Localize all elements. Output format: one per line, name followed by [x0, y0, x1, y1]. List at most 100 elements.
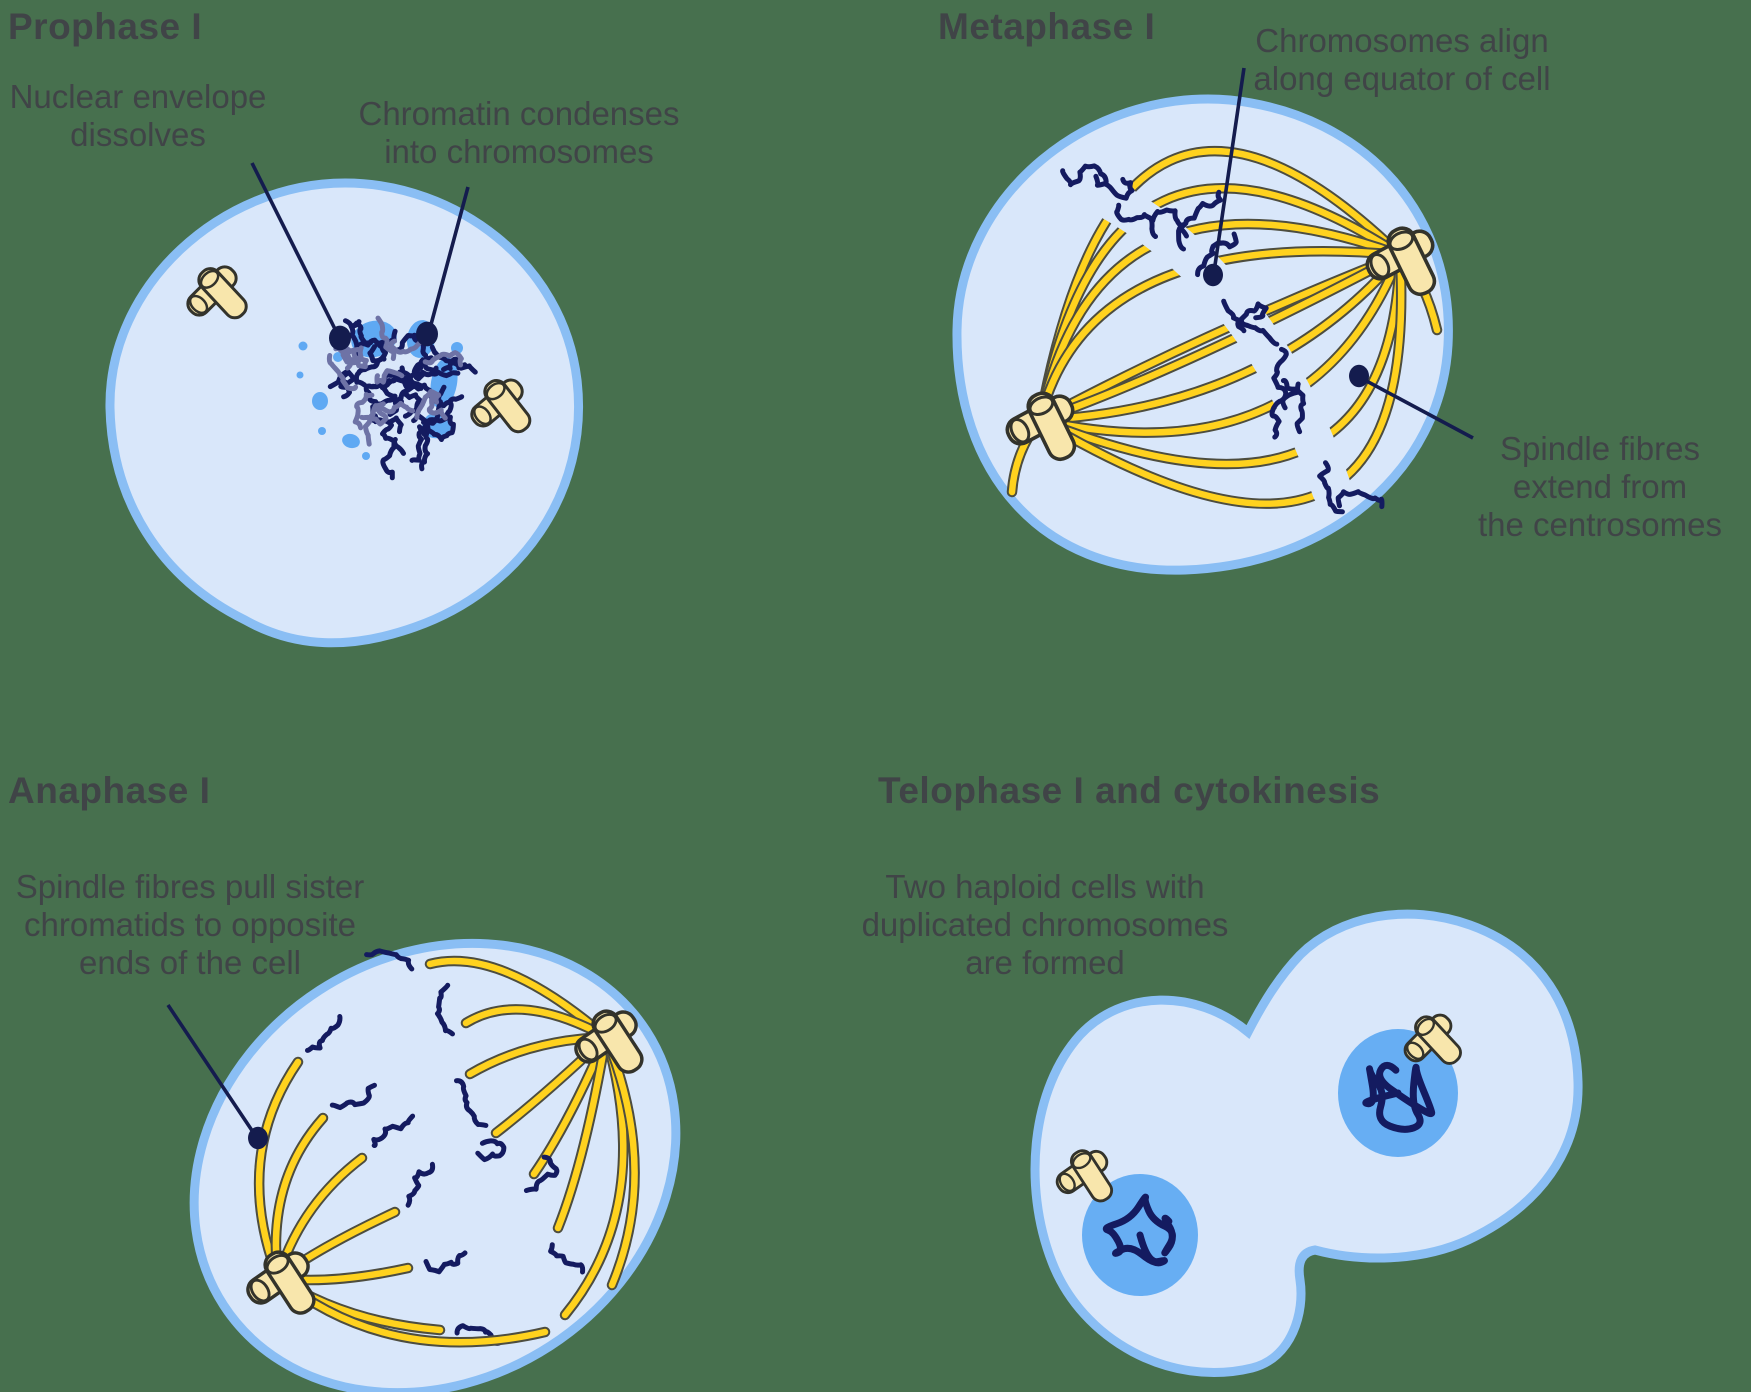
metaphase-title: Metaphase I [938, 6, 1156, 47]
chromosome [362, 401, 386, 447]
spindle-fibre-core [554, 1033, 610, 1232]
chromosome [353, 356, 387, 388]
chromosome [1269, 381, 1301, 440]
chromosome [409, 424, 424, 463]
label-line: chromatids to opposite [24, 906, 357, 943]
centriole-cylinder [1414, 1015, 1462, 1065]
label-line: extend from [1512, 468, 1688, 505]
pointer-line [166, 1003, 257, 1137]
chromosome [342, 318, 374, 346]
chromosome [1280, 378, 1307, 435]
chromosome [388, 337, 427, 355]
chromosome [1317, 460, 1345, 515]
label-line: dissolves [70, 116, 206, 153]
centriole-cylinder [1069, 1149, 1114, 1203]
chromosome [352, 392, 375, 431]
spindle-fibre-core [255, 1058, 302, 1282]
spindle-fibre-core [602, 1033, 638, 1289]
label-line: Spindle fibres [1500, 430, 1700, 467]
centriole-pair [1365, 226, 1437, 297]
chromosome [380, 437, 398, 481]
chromosome [414, 388, 442, 421]
chromosomes-tangle [1362, 1061, 1436, 1133]
chromosome [1195, 231, 1239, 278]
prophase-title: Prophase I [8, 6, 203, 47]
chromosome [475, 1138, 507, 1163]
spindle-fibre-core [1036, 251, 1404, 424]
centriole-cylinder [591, 1009, 644, 1074]
label-line: ends of the cell [79, 944, 301, 981]
chromosome [422, 350, 464, 368]
chromosome [1060, 163, 1109, 188]
label-line: along equator of cell [1253, 60, 1551, 97]
chromosome [371, 1113, 416, 1149]
nuclear-envelope-fragment [318, 427, 326, 435]
nuclear-envelope-fragment [296, 371, 304, 379]
chromosome [411, 361, 439, 382]
spindle-fibre-core [1036, 251, 1404, 436]
centriole-pair [186, 265, 248, 320]
chromosome [329, 1082, 377, 1111]
centriole-pair [1403, 1013, 1462, 1065]
pointer-line [1358, 375, 1474, 440]
anaphase-title: Anaphase I [8, 770, 211, 811]
chromosome [1093, 173, 1135, 201]
chromosome [380, 422, 406, 456]
pointer-line [1212, 67, 1246, 273]
chromosome [364, 948, 415, 972]
chromosome [373, 400, 416, 415]
centriole-pair [1055, 1149, 1114, 1203]
centriole-pair [574, 1009, 644, 1074]
chromosome [1221, 298, 1280, 347]
chromosome [1178, 189, 1223, 239]
chromosome [333, 345, 359, 363]
chromosome [387, 383, 421, 417]
chromosome [1150, 207, 1186, 252]
chromosome [326, 353, 359, 392]
pointer-dot [248, 1126, 268, 1150]
chromosome [1114, 202, 1158, 239]
chromosome [305, 1014, 343, 1053]
metaphase-plate-gap [1055, 162, 1352, 510]
pointer-dot [1203, 263, 1223, 287]
centriole-cylinder [263, 1250, 316, 1315]
chromosome [405, 1161, 436, 1208]
chromosome [420, 400, 454, 437]
nuclear-envelope-fragment [298, 341, 308, 351]
pointer-line [427, 186, 470, 333]
centriole-cylinder [483, 379, 532, 434]
pointer-dot [329, 325, 351, 351]
chromosomes-tangle [1102, 1193, 1176, 1267]
chromosome [548, 1242, 586, 1275]
spindle-fibre-core [1036, 251, 1404, 424]
label-line: are formed [965, 944, 1125, 981]
label-line: Chromatin condenses [358, 95, 680, 132]
chromosome [435, 982, 455, 1037]
spindle-fibre-core [1036, 185, 1404, 424]
pointer-dot [1349, 364, 1369, 388]
label-line: Two haploid cells with [885, 868, 1205, 905]
chromosome [1235, 301, 1269, 334]
label-line: Spindle fibres pull sister [15, 868, 365, 905]
label-line: into chromosomes [384, 133, 654, 170]
centriole-pair [246, 1250, 316, 1315]
nuclear-envelope-fragment [342, 433, 360, 449]
label-line: duplicated chromosomes [861, 906, 1229, 943]
centriole-pair [470, 378, 532, 434]
centriole-pair [1005, 391, 1077, 462]
spindle-fibre-core [1036, 247, 1404, 424]
pointer-line [250, 162, 340, 336]
chromosome [426, 392, 448, 421]
telophase-cell-membrane [1030, 909, 1583, 1377]
chromosome [454, 1078, 489, 1128]
chromosome [523, 1154, 560, 1193]
centriole-cylinder [1386, 226, 1437, 297]
centriole-cylinder [197, 267, 248, 320]
spindle-fibre-core [462, 1006, 610, 1041]
nuclear-envelope-fragment [362, 452, 370, 460]
chromosome [394, 332, 429, 358]
chromosome [375, 315, 397, 361]
chromosome [374, 368, 405, 385]
label-line: Chromosomes align [1255, 22, 1549, 59]
